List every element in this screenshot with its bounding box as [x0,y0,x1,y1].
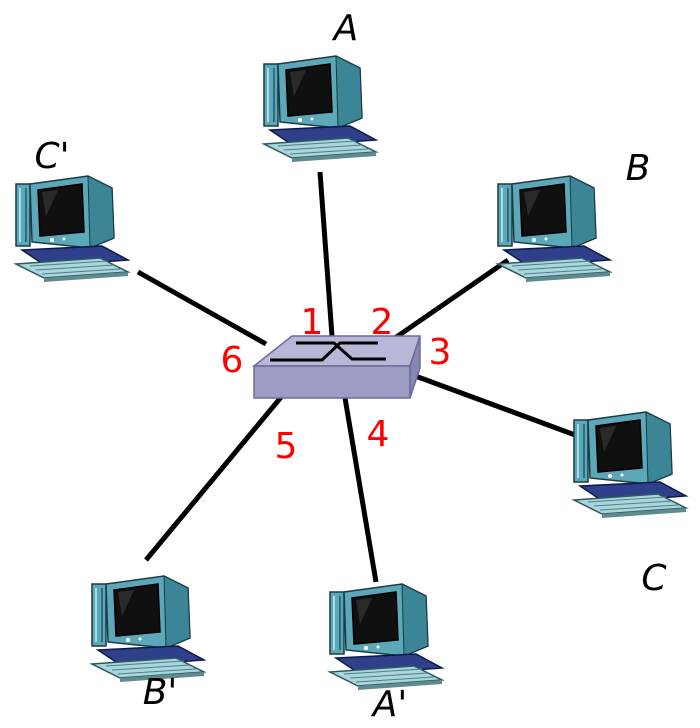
host-label-c: C [641,558,667,599]
link-a-prime [341,391,379,583]
port-label-6: 6 [221,340,244,381]
port-label-5: 5 [275,426,298,467]
port-label-4: 4 [367,414,390,455]
host-label-c-prime: C' [34,136,69,177]
port-label-1: 1 [301,302,324,343]
port-label-3: 3 [429,332,452,373]
host-c-prime-icon [15,175,129,283]
link-b-prime [144,394,284,562]
host-c-icon [573,411,687,519]
port-label-2: 2 [371,302,394,343]
host-a-prime-icon [329,583,443,691]
host-b-icon [497,175,611,283]
link-c-prime [136,269,268,347]
network-switch-icon [251,335,422,399]
host-b-prime-icon [91,575,205,683]
host-label-b: B [626,148,651,189]
host-label-a-prime: A' [371,684,408,725]
host-a-icon [263,55,377,163]
link-a [317,171,335,337]
link-c [409,371,595,445]
host-label-a: A [332,8,359,49]
link-b [390,257,510,343]
host-label-b-prime: B' [143,672,178,713]
